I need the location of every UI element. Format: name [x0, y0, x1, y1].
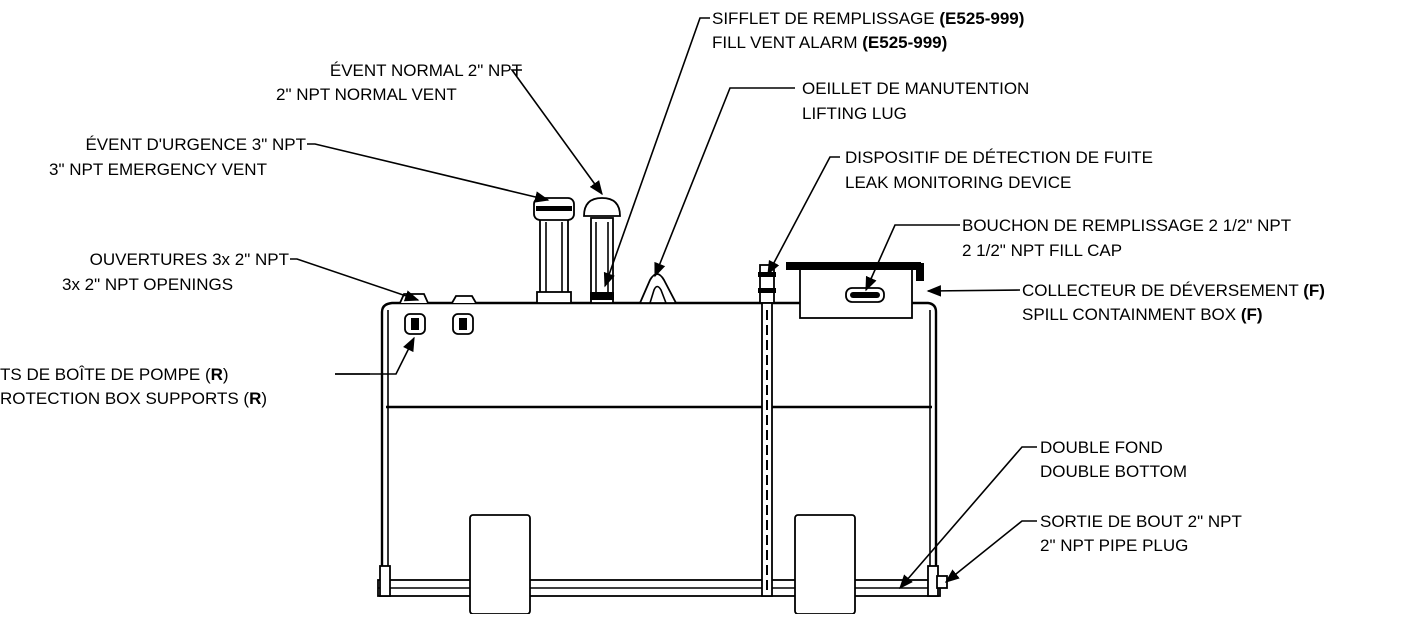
svg-text:ÉVENT D'URGENCE 3" NPT: ÉVENT D'URGENCE 3" NPT — [85, 135, 306, 154]
svg-text:BOUCHON DE REMPLISSAGE 2 1/2": BOUCHON DE REMPLISSAGE 2 1/2" NPT — [962, 216, 1291, 235]
svg-text:ÉVENT NORMAL 2" NPT: ÉVENT NORMAL 2" NPT — [330, 61, 522, 80]
label-normal-vent: ÉVENT NORMAL 2" NPT 2" NPT NORMAL VENT — [276, 61, 522, 104]
svg-text:OEILLET DE MANUTENTION: OEILLET DE MANUTENTION — [802, 79, 1029, 98]
svg-text:FILL VENT ALARM (E525-999): FILL VENT ALARM (E525-999) — [712, 33, 947, 52]
label-double-bottom: DOUBLE FOND DOUBLE BOTTOM — [1040, 438, 1187, 481]
svg-text:OUVERTURES 3x 2" NPT: OUVERTURES 3x 2" NPT — [90, 250, 289, 269]
svg-text:DOUBLE FOND: DOUBLE FOND — [1040, 438, 1163, 457]
svg-text:2" NPT NORMAL VENT: 2" NPT NORMAL VENT — [276, 85, 457, 104]
label-lifting-lug: OEILLET DE MANUTENTION LIFTING LUG — [802, 79, 1029, 123]
lifting-lug — [638, 273, 678, 304]
svg-text:TS DE BOÎTE DE POMPE (R): TS DE BOÎTE DE POMPE (R) — [0, 365, 229, 384]
svg-text:3x 2" NPT OPENINGS: 3x 2" NPT OPENINGS — [62, 275, 233, 294]
right-saddle — [794, 514, 856, 615]
pipe-plug — [936, 575, 948, 589]
svg-text:LIFTING LUG: LIFTING LUG — [802, 104, 907, 123]
label-pump-supports: TS DE BOÎTE DE POMPE (R) ROTECTION BOX S… — [0, 365, 267, 408]
pump-box-supports — [404, 313, 474, 335]
label-openings: OUVERTURES 3x 2" NPT 3x 2" NPT OPENINGS — [62, 250, 289, 294]
svg-text:COLLECTEUR DE DÉVERSEMENT (F): COLLECTEUR DE DÉVERSEMENT (F) — [1022, 281, 1325, 300]
emergency-vent — [533, 197, 575, 304]
label-fill-vent-alarm: SIFFLET DE REMPLISSAGE (E525-999) FILL V… — [712, 9, 1024, 52]
label-leak-monitor: DISPOSITIF DE DÉTECTION DE FUITE LEAK MO… — [845, 148, 1153, 192]
spill-containment-box — [786, 262, 924, 319]
svg-text:3" NPT EMERGENCY VENT: 3" NPT EMERGENCY VENT — [49, 160, 267, 179]
normal-vent — [583, 197, 621, 304]
svg-text:LEAK MONITORING DEVICE: LEAK MONITORING DEVICE — [845, 173, 1071, 192]
svg-text:DOUBLE BOTTOM: DOUBLE BOTTOM — [1040, 462, 1187, 481]
svg-text:SPILL CONTAINMENT BOX (F): SPILL CONTAINMENT BOX (F) — [1022, 305, 1263, 324]
svg-text:2 1/2" NPT FILL CAP: 2 1/2" NPT FILL CAP — [962, 241, 1122, 260]
svg-text:DISPOSITIF DE DÉTECTION DE FUI: DISPOSITIF DE DÉTECTION DE FUITE — [845, 148, 1153, 167]
tank-body — [377, 301, 948, 615]
svg-text:SORTIE DE BOUT 2" NPT: SORTIE DE BOUT 2" NPT — [1040, 512, 1242, 531]
svg-text:SIFFLET DE REMPLISSAGE (E525-9: SIFFLET DE REMPLISSAGE (E525-999) — [712, 9, 1024, 28]
leader-lines — [290, 17, 1037, 590]
leak-monitoring-device — [758, 264, 776, 597]
label-emergency-vent: ÉVENT D'URGENCE 3" NPT 3" NPT EMERGENCY … — [49, 135, 306, 179]
left-saddle — [469, 514, 531, 615]
label-spill-box: COLLECTEUR DE DÉVERSEMENT (F) SPILL CONT… — [1022, 281, 1325, 324]
label-fill-cap: BOUCHON DE REMPLISSAGE 2 1/2" NPT 2 1/2"… — [962, 216, 1291, 260]
label-pipe-plug: SORTIE DE BOUT 2" NPT 2" NPT PIPE PLUG — [1040, 512, 1242, 555]
svg-text:2" NPT PIPE PLUG: 2" NPT PIPE PLUG — [1040, 536, 1188, 555]
svg-text:ROTECTION BOX SUPPORTS (R): ROTECTION BOX SUPPORTS (R) — [0, 389, 267, 408]
